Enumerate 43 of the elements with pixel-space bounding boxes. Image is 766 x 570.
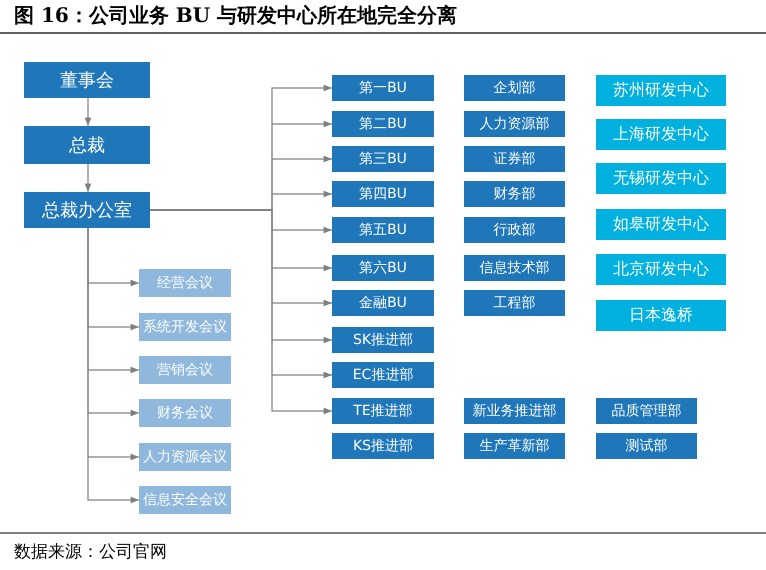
department-box: 工程部: [464, 290, 565, 316]
department-box: 财务部: [464, 181, 565, 207]
rd-center-box: 无锡研发中心: [596, 162, 726, 194]
department-box: 证券部: [464, 146, 565, 172]
department-box: 生产革新部: [464, 433, 565, 459]
department-box: KS推进部: [332, 433, 434, 459]
department-box: 信息技术部: [464, 255, 565, 281]
rd-center-box: 日本逸桥: [596, 300, 726, 330]
arrow: [84, 98, 92, 126]
rd-center-box: 苏州研发中心: [596, 74, 726, 106]
rd-center-box: 北京研发中心: [596, 254, 726, 284]
department-box: 第六BU: [332, 255, 434, 281]
department-box: 测试部: [596, 433, 697, 459]
department-box: 人力资源部: [464, 111, 565, 137]
department-box: SK推进部: [332, 327, 434, 353]
department-box: 第二BU: [332, 111, 434, 137]
arrow: [87, 228, 139, 504]
department-box: 第五BU: [332, 217, 434, 243]
department-box: 行政部: [464, 217, 565, 243]
meeting-box: 营销会议: [139, 356, 231, 384]
department-box: EC推进部: [332, 362, 434, 388]
arrow: [84, 164, 92, 192]
department-box: 第四BU: [332, 181, 434, 207]
department-box: 金融BU: [332, 290, 434, 316]
department-box: 第三BU: [332, 146, 434, 172]
rd-center-box: 上海研发中心: [596, 118, 726, 150]
meeting-box: 人力资源会议: [139, 443, 231, 471]
department-box: 新业务推进部: [464, 398, 565, 424]
meeting-box: 系统开发会议: [139, 313, 231, 341]
meeting-box: 信息安全会议: [139, 486, 231, 514]
department-box: 企划部: [464, 75, 565, 101]
rd-center-box: 如皋研发中心: [596, 208, 726, 240]
figure-title: 图 16：公司业务 BU 与研发中心所在地完全分离: [14, 2, 458, 29]
arrow: [150, 209, 332, 414]
meeting-box: 经营会议: [139, 269, 231, 297]
top-box: 董事会: [24, 62, 150, 98]
department-box: TE推进部: [332, 398, 434, 424]
source-note: 数据来源：公司官网: [14, 541, 167, 563]
top-box: 总裁办公室: [24, 192, 150, 228]
department-box: 品质管理部: [596, 398, 697, 424]
meeting-box: 财务会议: [139, 399, 231, 427]
top-box: 总裁: [24, 126, 150, 164]
department-box: 第一BU: [332, 75, 434, 101]
